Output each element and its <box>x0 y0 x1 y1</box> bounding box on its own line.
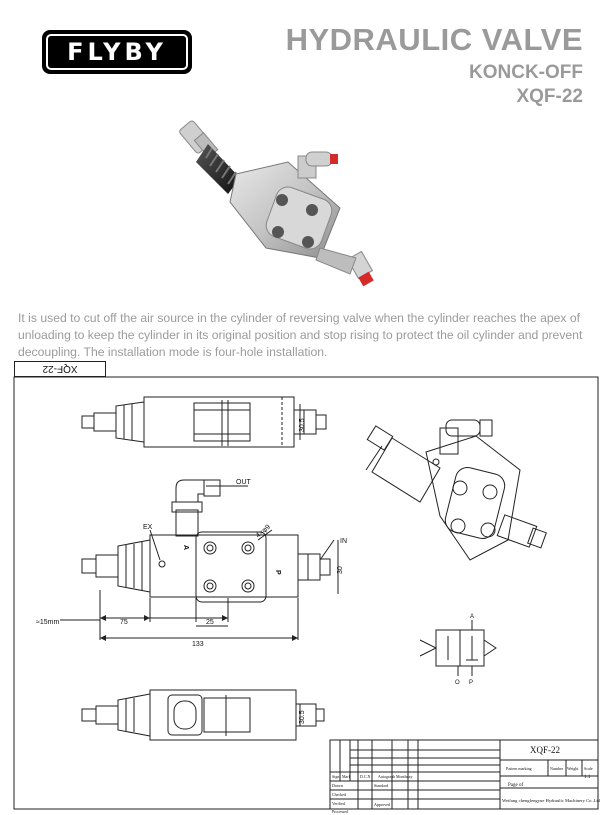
title-block-header-autograph: Autograph <box>378 774 395 779</box>
dim-left-offset: ≈15mm <box>36 619 59 626</box>
dim-top-height: 30.5 <box>299 418 306 432</box>
label-in: IN <box>340 538 347 545</box>
title-block-row-drawn: Drawn <box>332 783 343 788</box>
bottom-view <box>81 689 325 741</box>
title-block-header-mark: Mark <box>342 774 351 779</box>
schematic-label-p: P <box>469 680 473 686</box>
top-view <box>81 396 327 448</box>
title-block-company: Weifang chengfengyue Hydraulic Machinery… <box>502 798 601 804</box>
title-block-header-sign: Sign <box>332 774 339 779</box>
title-block-weight: Weight <box>567 766 579 771</box>
label-ex: EX <box>143 524 153 531</box>
title-block-scale-value: 1:1 <box>584 775 591 780</box>
title-block-number: Number <box>550 766 564 771</box>
title-block-row-verified: Verified <box>332 801 345 806</box>
title-block-approved: Approved <box>374 802 390 807</box>
label-port-p: P <box>274 570 281 575</box>
title-block-standard: Standard <box>374 783 388 788</box>
technical-drawing: OUT EX IN 4×φ9 A P 30.5 30 30.5 ≈15mm 75… <box>13 376 601 814</box>
page-subtitle: KONCK-OFF <box>469 62 583 83</box>
schematic-label-a: A <box>470 614 474 620</box>
title-block-row-checked: Checked <box>332 792 346 797</box>
title-block-page: Page of <box>508 783 523 788</box>
title-block-header-monthday: Monthday <box>396 774 412 779</box>
label-port-a: A <box>182 545 189 550</box>
dimension-arrows <box>100 615 298 641</box>
schematic-label-o: O <box>455 680 460 686</box>
dim-total-length: 133 <box>192 641 204 648</box>
dimension-lines <box>60 404 339 726</box>
front-view <box>81 479 335 603</box>
valve-schematic <box>419 620 497 676</box>
brand-logo-frame: FLYBY <box>46 34 188 70</box>
dim-length-75: 75 <box>120 619 128 626</box>
label-out: OUT <box>236 479 252 486</box>
model-number: XQF-22 <box>516 86 583 107</box>
dim-length-25: 25 <box>206 619 214 626</box>
title-block-drawing-number: XQF-22 <box>530 745 560 755</box>
brand-logo: FLYBY <box>42 30 192 74</box>
drawing-frame <box>13 376 599 810</box>
dim-side-height: 30 <box>337 566 344 574</box>
product-photo <box>179 120 374 287</box>
isometric-view <box>365 419 547 561</box>
title-block-row-processed: Processed <box>332 809 348 814</box>
title-block-scale: Scale <box>584 766 593 771</box>
title-block-pattern-marking: Pattern marking <box>506 766 532 771</box>
brand-logo-text: FLYBY <box>67 38 167 66</box>
title-block-header-dcn: D.C.N <box>360 774 371 779</box>
product-description: It is used to cut off the air source in … <box>18 311 583 359</box>
page-title: HYDRAULIC VALVE <box>285 22 583 57</box>
dim-bottom-height: 30.5 <box>299 710 306 724</box>
drawing-tab-label: XQF-22 <box>14 361 106 377</box>
title-block-lines <box>329 739 599 810</box>
